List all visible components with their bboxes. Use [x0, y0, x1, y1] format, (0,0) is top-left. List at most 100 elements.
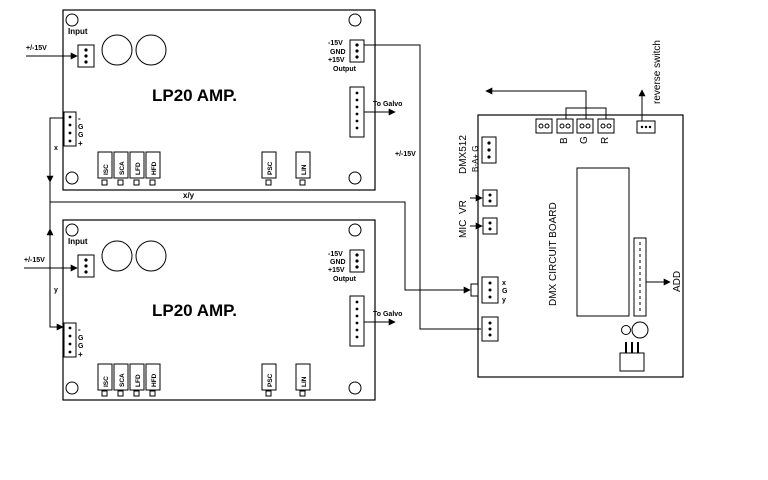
header-pin: + — [78, 139, 83, 148]
capacitor — [101, 240, 133, 272]
galvo-connector — [349, 86, 365, 138]
main-chip — [576, 167, 630, 317]
color-pin-label: B — [559, 137, 570, 144]
trim-pot: SCA — [113, 363, 129, 397]
vr-label: VR — [458, 200, 469, 214]
header-pin: + — [78, 350, 83, 359]
power-connector — [349, 39, 365, 63]
mic-connector — [482, 217, 498, 235]
power-connector — [349, 249, 365, 273]
header-pin: G — [78, 132, 84, 139]
power-in-connector — [481, 316, 499, 342]
capacitor — [135, 34, 167, 66]
color-connector — [576, 118, 594, 134]
mount-hole — [348, 381, 362, 395]
xgy-pin-label: x — [502, 280, 506, 287]
power-minus-label: -15V — [328, 251, 343, 258]
mount-hole — [348, 171, 362, 185]
y-label: y — [54, 287, 58, 294]
add-label: ADD — [672, 271, 683, 292]
pot-label: PSC — [267, 161, 274, 175]
y-wire — [49, 202, 64, 331]
mount-hole — [65, 171, 79, 185]
x-label: x — [54, 145, 58, 152]
mount-hole — [65, 381, 79, 395]
reverse-switch-connector — [636, 120, 656, 134]
trim-pot: HFD — [145, 363, 161, 397]
amp-title: LP20 AMP. — [152, 86, 237, 105]
pot-label: SCA — [119, 161, 126, 175]
amp-title: LP20 AMP. — [152, 301, 237, 320]
mic-label: MIC — [458, 220, 469, 238]
supply-label: +/-15V — [24, 257, 45, 264]
galvo-connector — [349, 295, 365, 347]
supply-label: +/-15V — [26, 45, 47, 52]
xy-label: x/y — [183, 191, 195, 200]
color-pin-label: R — [600, 137, 611, 144]
dmx512-connector — [481, 136, 497, 164]
xy-header — [63, 322, 77, 358]
trim-pot: SCA — [113, 151, 129, 186]
pot-label: LFD — [135, 162, 142, 175]
capacitor — [101, 34, 133, 66]
dmx-board-title: DMX CIRCUIT BOARD — [548, 202, 559, 306]
vr-connector — [482, 189, 498, 207]
trim-pot: HFD — [145, 151, 161, 186]
xgy-pin-label: G — [502, 288, 508, 295]
ir-receiver — [631, 321, 649, 339]
color-connector — [597, 118, 615, 134]
dmx512-label: DMX512 — [458, 135, 469, 174]
color-pin-label: G — [579, 136, 590, 144]
pot-label: SCA — [119, 373, 126, 387]
power-gnd-label: GND — [330, 259, 346, 266]
regulator — [619, 342, 645, 372]
xy-wire — [49, 182, 471, 294]
pot-label: LFD — [135, 374, 142, 387]
trim-pot: LFD — [129, 151, 145, 186]
trim-pot: LIN — [295, 363, 311, 397]
input-label: Input — [68, 237, 88, 246]
pot-label: PSC — [267, 373, 274, 387]
amp-board-top: Input LP20 AMP. -15V GND +15V Output To … — [62, 9, 402, 191]
xgy-pin-label: y — [502, 297, 506, 304]
input-label: Input — [68, 27, 88, 36]
pot-label: ISC — [103, 376, 110, 387]
dmx-pins-label: B-A+ G — [471, 146, 480, 172]
to-galvo-label: To Galvo — [373, 101, 402, 108]
power-gnd-label: GND — [330, 49, 346, 56]
led — [621, 325, 631, 335]
pot-label: HFD — [151, 161, 158, 175]
address-switch — [633, 237, 647, 317]
xy-header — [63, 111, 77, 147]
output-label: Output — [333, 66, 357, 73]
power-plus-label: +15V — [328, 57, 345, 64]
trim-pot: LIN — [295, 151, 311, 186]
trim-pot: ISC — [97, 363, 113, 397]
power-plus-label: +15V — [328, 267, 345, 274]
header-pin: G — [78, 124, 84, 131]
pot-label: ISC — [103, 164, 110, 175]
trim-pot: PSC — [261, 363, 277, 397]
header-pin: G — [78, 343, 84, 350]
wiring: +/-15V +/-15V x x/y y +/-15V — [24, 44, 607, 331]
color-connector — [535, 118, 553, 134]
to-galvo-label: To Galvo — [373, 311, 402, 318]
pot-label: LIN — [301, 376, 308, 387]
trim-pot: PSC — [261, 151, 277, 186]
mount-hole — [65, 13, 79, 27]
header-pin: - — [78, 325, 81, 334]
x-wire — [46, 117, 64, 183]
reverse-switch-label: reverse switch — [652, 40, 663, 104]
dmx-board: B G R reverse switch DMX512 B-A+ G VR MI… — [458, 40, 684, 378]
header-pin: G — [78, 335, 84, 342]
power-minus-label: -15V — [328, 40, 343, 47]
color-connector — [556, 118, 574, 134]
mount-hole — [348, 13, 362, 27]
pot-label: HFD — [151, 373, 158, 387]
amp-board-bottom: Input LP20 AMP. -15V GND +15V Output To … — [62, 219, 402, 401]
input-connector — [77, 254, 95, 278]
mount-hole — [65, 223, 79, 237]
pot-label: LIN — [301, 164, 308, 175]
mount-hole — [348, 223, 362, 237]
